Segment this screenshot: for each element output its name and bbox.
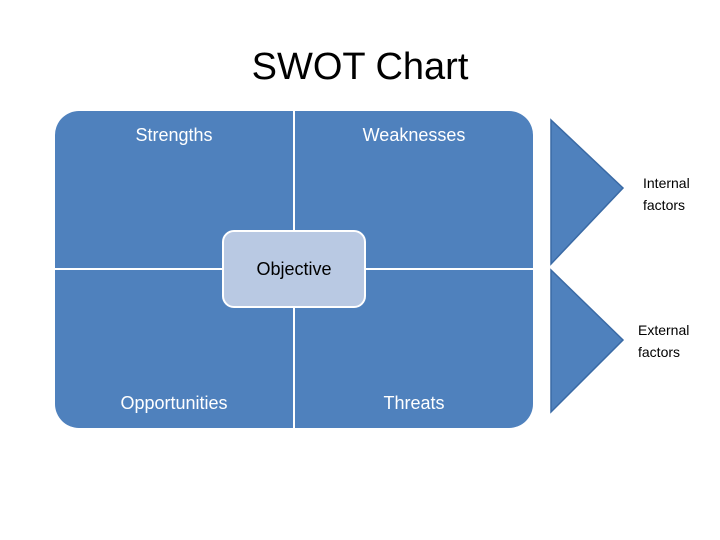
external-factors-line-2: factors <box>638 344 681 360</box>
internal-factors-line-1: Internal <box>643 175 690 191</box>
weaknesses-label: Weaknesses <box>362 125 466 145</box>
internal-factors-line-2: factors <box>643 197 686 213</box>
internal-factors-arrow <box>550 118 625 266</box>
slide-title: SWOT Chart <box>251 46 469 88</box>
factor-arrows <box>550 118 625 414</box>
external-factors-arrow <box>550 268 625 414</box>
strengths-quadrant: Strengths <box>55 111 293 268</box>
external-factors-label: External factors <box>638 319 689 363</box>
objective-box: Objective <box>222 230 366 308</box>
threats-label: Threats <box>383 393 445 413</box>
internal-factors-label: Internal factors <box>643 172 690 216</box>
opportunities-label: Opportunities <box>120 393 228 413</box>
threats-quadrant: Threats <box>295 270 533 428</box>
strengths-label: Strengths <box>135 125 213 145</box>
external-factors-line-1: External <box>638 322 690 338</box>
